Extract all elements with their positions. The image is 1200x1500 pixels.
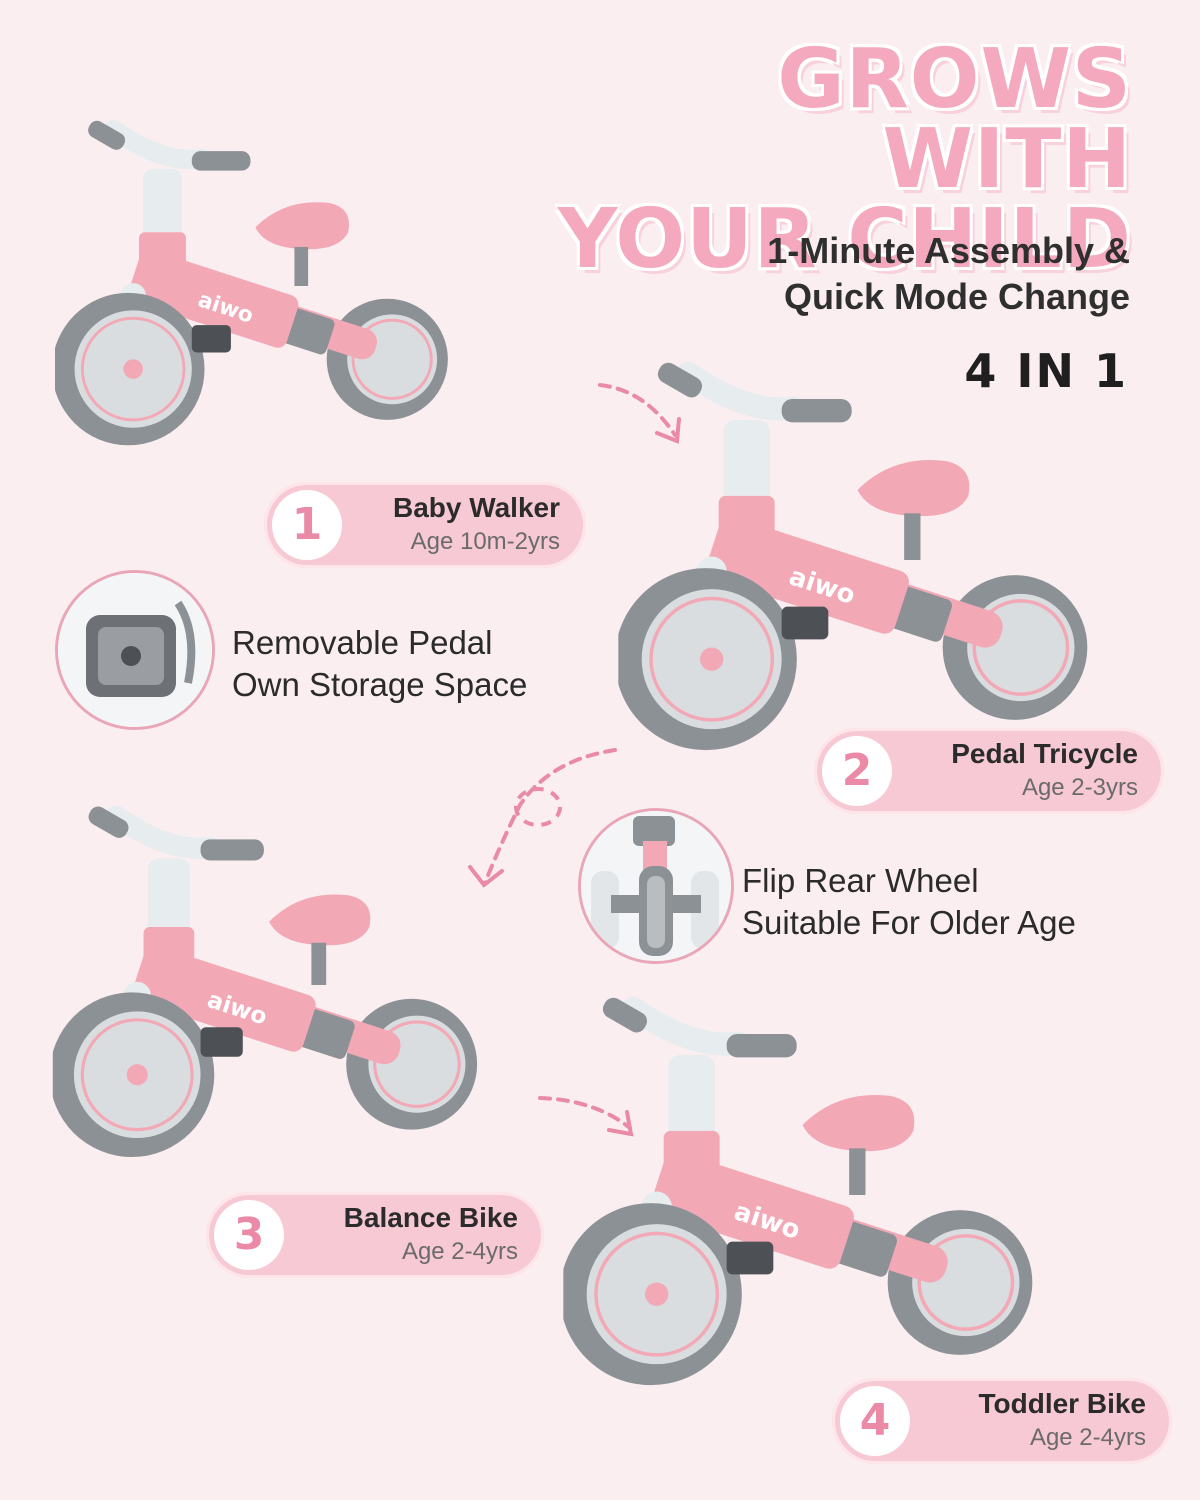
rear-wheel-detail-badge bbox=[578, 808, 734, 964]
step-age: Age 2-3yrs bbox=[1021, 774, 1138, 801]
feature-line: Own Storage Space bbox=[232, 666, 528, 703]
step-pill-balance-bike: 3 Balance Bike Age 2-4yrs bbox=[206, 1192, 544, 1278]
arrow-2-to-3 bbox=[468, 748, 617, 888]
subheadline-line-1: 1-Minute Assembly & bbox=[767, 230, 1130, 271]
step-age: Age 2-4yrs bbox=[1029, 1424, 1146, 1451]
modes-badge: 4 IN 1 bbox=[964, 344, 1128, 398]
step-pill-toddler-bike: 4 Toddler Bike Age 2-4yrs bbox=[832, 1378, 1172, 1464]
headline: GROWS WITH YOUR CHILD bbox=[512, 32, 1132, 287]
subheadline: 1-Minute Assembly & Quick Mode Change bbox=[570, 228, 1130, 320]
headline-line-1: GROWS WITH bbox=[777, 32, 1132, 207]
step-age: Age 10m-2yrs bbox=[410, 528, 560, 555]
feature-flip-rear-wheel: Flip Rear Wheel Suitable For Older Age bbox=[742, 860, 1076, 944]
step-number: 2 bbox=[822, 736, 892, 806]
step-name: Toddler Bike bbox=[978, 1388, 1146, 1419]
step-name: Balance Bike bbox=[343, 1202, 518, 1233]
feature-line: Flip Rear Wheel bbox=[742, 862, 979, 899]
bike-image-toddler-bike bbox=[560, 985, 1080, 1405]
subheadline-line-2: Quick Mode Change bbox=[783, 276, 1130, 317]
bike-image-balance-bike bbox=[50, 795, 520, 1175]
step-pill-baby-walker: 1 Baby Walker Age 10m-2yrs bbox=[264, 482, 586, 568]
arrow-1-to-2 bbox=[598, 383, 681, 444]
step-number: 3 bbox=[214, 1200, 284, 1270]
step-name: Pedal Tricycle bbox=[951, 738, 1138, 769]
step-number: 4 bbox=[840, 1386, 910, 1456]
arrow-3-to-4 bbox=[538, 1096, 634, 1137]
feature-removable-pedal: Removable Pedal Own Storage Space bbox=[232, 622, 527, 706]
headline-line-2: YOUR CHILD bbox=[557, 192, 1132, 287]
step-pill-pedal-tricycle: 2 Pedal Tricycle Age 2-3yrs bbox=[814, 728, 1164, 814]
pedal-detail-badge bbox=[55, 570, 215, 730]
rear-wheel-icon bbox=[581, 811, 731, 961]
feature-line: Suitable For Older Age bbox=[742, 904, 1076, 941]
step-number: 1 bbox=[272, 490, 342, 560]
step-name: Baby Walker bbox=[392, 492, 560, 523]
feature-line: Removable Pedal bbox=[232, 624, 493, 661]
step-age: Age 2-4yrs bbox=[401, 1238, 518, 1265]
bike-image-baby-walker bbox=[55, 110, 485, 462]
pedal-icon bbox=[58, 573, 212, 727]
